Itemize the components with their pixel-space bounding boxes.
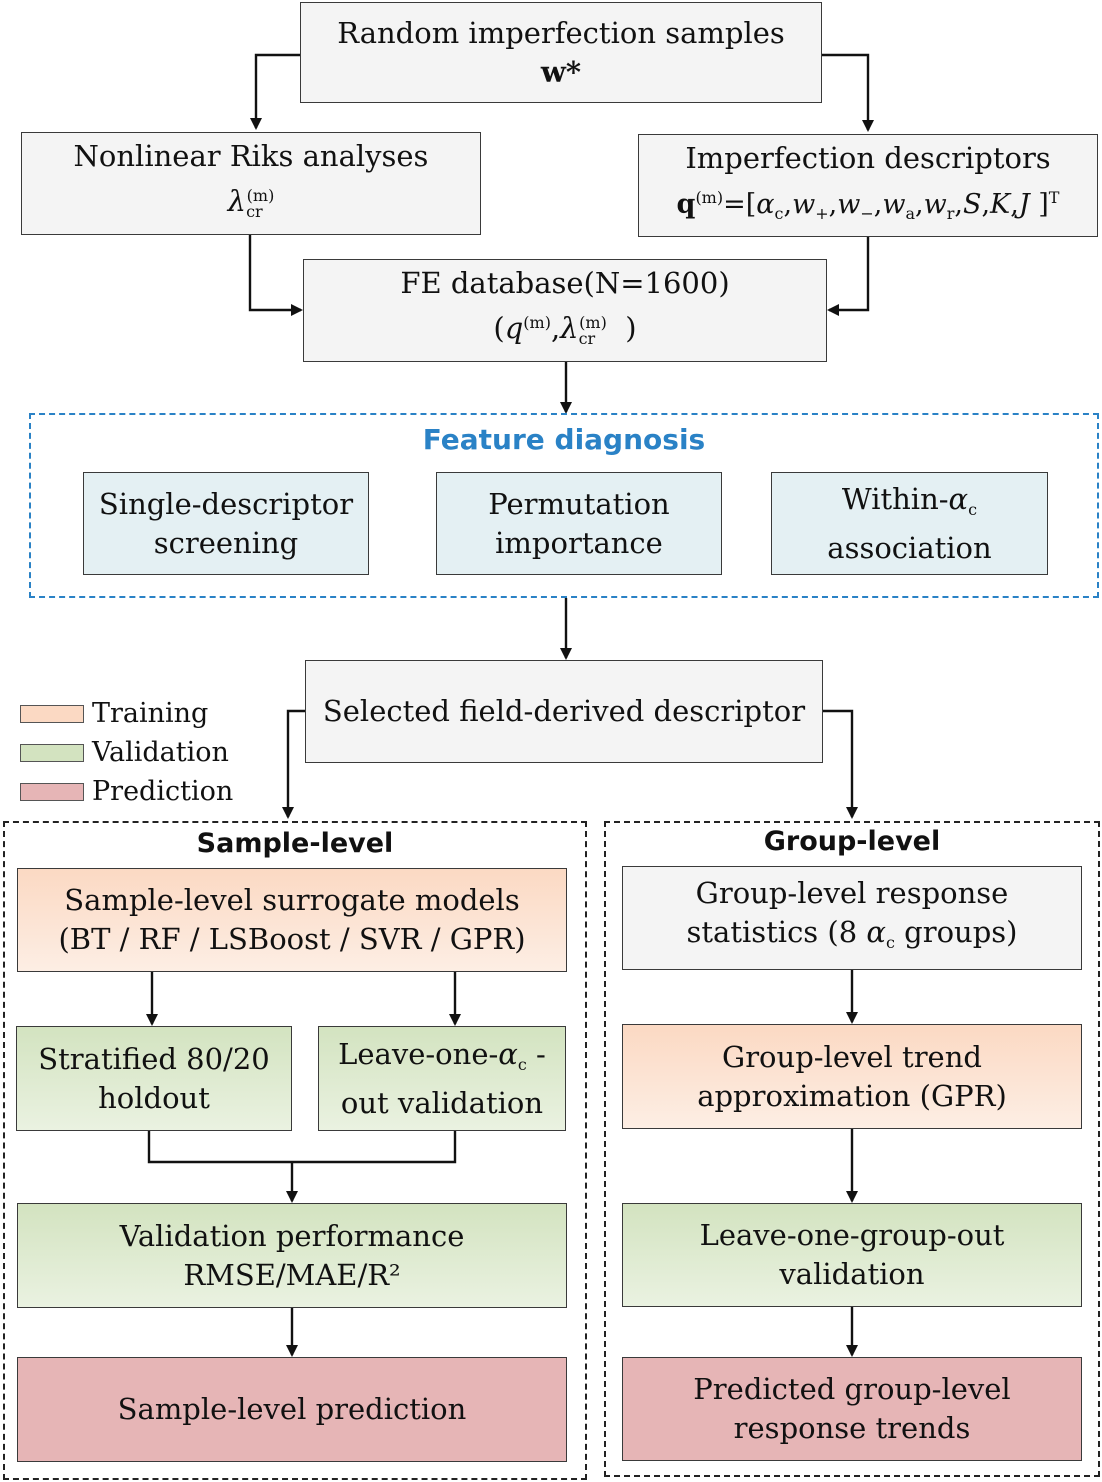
leave-one-alpha-box: Leave-one-αc - out validation (318, 1026, 566, 1131)
legend-swatch-training (20, 705, 84, 723)
group-prediction-box: Predicted group-level response trends (622, 1357, 1082, 1461)
group-statistics-box: Group-level response statistics (8 αc gr… (622, 866, 1082, 970)
leave-one-group-out-box: Leave-one-group-out validation (622, 1203, 1082, 1307)
fe-database-label: FE database(N=1600) (400, 265, 730, 300)
group-level-frame (604, 821, 1100, 1477)
legend-label-training: Training (92, 698, 209, 729)
sample-level-title: Sample-level (196, 828, 394, 859)
arrow-descriptors-to-database (827, 237, 870, 316)
stratified-holdout-box: Stratified 80/20 holdout (16, 1026, 292, 1131)
fe-database-box: FE database(N=1600) (q(m),λcr(m) ) (303, 259, 827, 362)
group-level-title: Group-level (763, 826, 941, 857)
riks-label: Nonlinear Riks analyses (73, 138, 429, 173)
descriptors-label: Imperfection descriptors (685, 140, 1051, 175)
sample-level-frame (3, 821, 587, 1480)
descriptor-vector: q(m)=[αc,w+,w−,wa,wr,S,K,J ]T (676, 187, 1060, 223)
random-samples-box: Random imperfection samples w* (300, 2, 822, 103)
feature-diagnosis-frame (29, 413, 1099, 598)
database-pair: (q(m),λcr(m) ) (493, 310, 637, 348)
validation-performance-box: Validation performance RMSE/MAE/R² (17, 1203, 567, 1308)
group-trend-box: Group-level trend approximation (GPR) (622, 1024, 1082, 1129)
permutation-importance-box: Permutation importance (436, 472, 722, 575)
legend-label-validation: Validation (92, 737, 229, 768)
random-samples-label: Random imperfection samples (337, 15, 785, 50)
arrow-samples-to-riks (250, 53, 300, 130)
legend-swatch-validation (20, 744, 84, 762)
selected-descriptor-box: Selected field-derived descriptor (305, 660, 823, 763)
w-star-label: w* (540, 54, 582, 89)
descriptors-box: Imperfection descriptors q(m)=[αc,w+,w−,… (638, 134, 1098, 237)
arrow-samples-to-descriptors (822, 53, 874, 132)
arrow-selected-to-sample-level (282, 709, 305, 819)
legend-label-prediction: Prediction (92, 776, 234, 807)
within-alpha-box: Within-αc association (771, 472, 1048, 575)
arrow-selected-to-group-level (823, 709, 858, 819)
feature-diagnosis-title: Feature diagnosis (422, 423, 706, 456)
connector-holdout-leave-one (147, 1131, 457, 1164)
legend-swatch-prediction (20, 783, 84, 801)
riks-analyses-box: Nonlinear Riks analyses λcr(m) (21, 132, 481, 235)
surrogate-models-box: Sample-level surrogate models (BT / RF /… (17, 868, 567, 972)
lambda-cr-symbol: λcr(m) (227, 183, 275, 221)
single-descriptor-box: Single-descriptor screening (83, 472, 369, 575)
sample-level-prediction-box: Sample-level prediction (17, 1357, 567, 1462)
arrow-riks-to-database (248, 235, 303, 316)
